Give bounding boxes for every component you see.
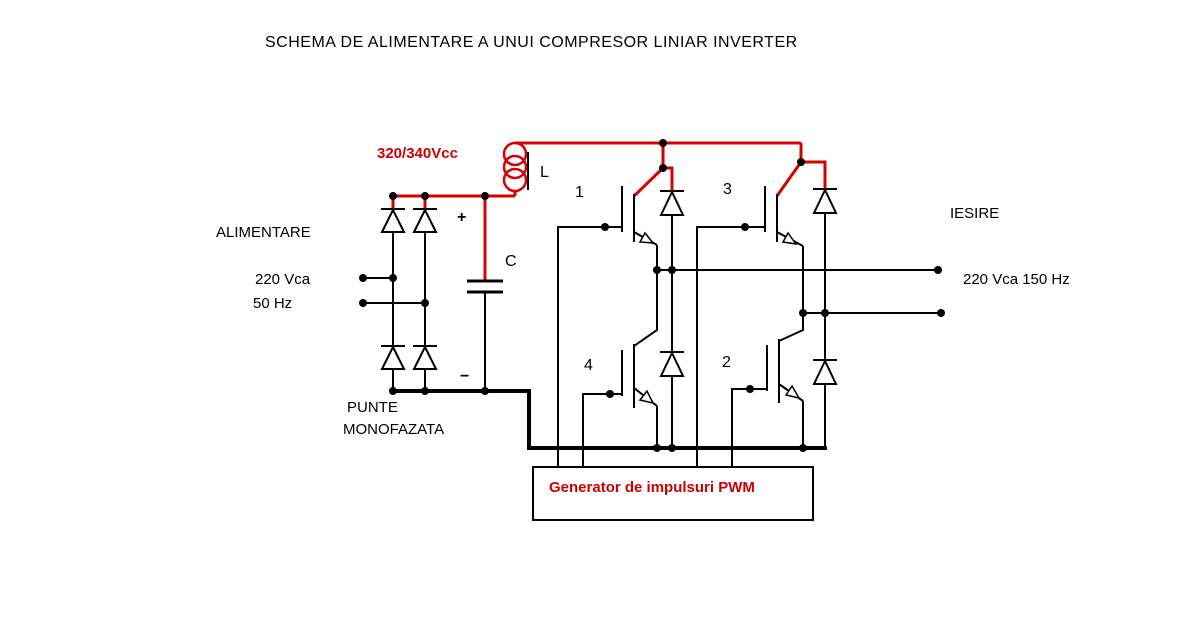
inductor-label: L: [540, 164, 549, 181]
igbt-2: [766, 339, 804, 448]
output-section-label: IESIRE: [950, 205, 999, 222]
igbt4-number: 4: [584, 357, 593, 374]
igbt-3: [764, 186, 804, 342]
bridge-label-line2: MONOFAZATA: [343, 421, 444, 438]
inductor-coil: [502, 141, 529, 193]
dc-capacitor: [467, 279, 503, 391]
input-voltage-label: 220 Vca: [255, 271, 311, 288]
minus-sign: −: [460, 368, 469, 385]
plus-sign: +: [457, 209, 466, 226]
bridge-diode-top-right: [412, 207, 438, 346]
freewheel-diode-1: [659, 189, 685, 352]
input-section-label: ALIMENTARE: [216, 224, 311, 241]
junction-dots: [359, 139, 945, 452]
freewheel-diode-4: [659, 350, 685, 448]
freewheel-diode-3: [812, 187, 838, 360]
capacitor-label: C: [505, 253, 517, 270]
pwm-generator-label: Generator de impulsuri PWM: [549, 479, 755, 496]
negative-rail: [391, 389, 827, 450]
bridge-diode-top-left: [380, 207, 406, 346]
input-frequency-label: 50 Hz: [253, 295, 292, 312]
igbt3-number: 3: [723, 181, 732, 198]
freewheel-diode-2: [812, 358, 838, 448]
bridge-diode-bottom-right: [412, 344, 438, 391]
pwm-generator-box: [532, 466, 814, 521]
igbt-1: [621, 186, 658, 347]
gate-drive-lines: [557, 226, 767, 467]
bridge-rectifier: [363, 207, 438, 391]
igbt-4: [621, 344, 658, 448]
igbt2-number: 2: [722, 354, 731, 371]
output-spec-label: 220 Vca 150 Hz: [963, 271, 1070, 288]
dc-bus-wiring: [391, 141, 827, 281]
dc-bus-voltage-label: 320/340Vcc: [377, 145, 458, 162]
schematic-title: SCHEMA DE ALIMENTARE A UNUI COMPRESOR LI…: [265, 34, 798, 51]
bridge-diode-bottom-left: [380, 344, 406, 391]
bridge-label-line1: PUNTE: [347, 399, 398, 416]
igbt1-number: 1: [575, 184, 584, 201]
